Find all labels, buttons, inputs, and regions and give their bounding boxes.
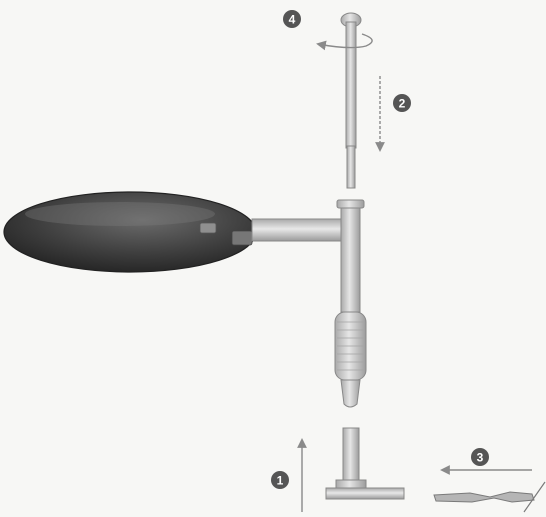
arrow-step-4-rotation	[318, 34, 372, 48]
step-badge-4-label: 4	[289, 13, 296, 27]
step-badge-2-label: 2	[399, 97, 406, 111]
base-plate	[326, 488, 404, 499]
t-handle-crossbar	[252, 219, 348, 241]
step-badge-3: 3	[471, 448, 489, 466]
step-badge-1-label: 1	[277, 474, 284, 488]
t-handle-grip	[4, 192, 256, 272]
step-badge-3-label: 3	[477, 451, 484, 465]
step-badge-4: 4	[283, 10, 301, 28]
top-rod	[341, 13, 361, 188]
bottom-post	[336, 428, 366, 488]
step-badge-1: 1	[271, 471, 289, 489]
insert-strip	[434, 482, 545, 512]
step-badge-2: 2	[393, 94, 411, 112]
